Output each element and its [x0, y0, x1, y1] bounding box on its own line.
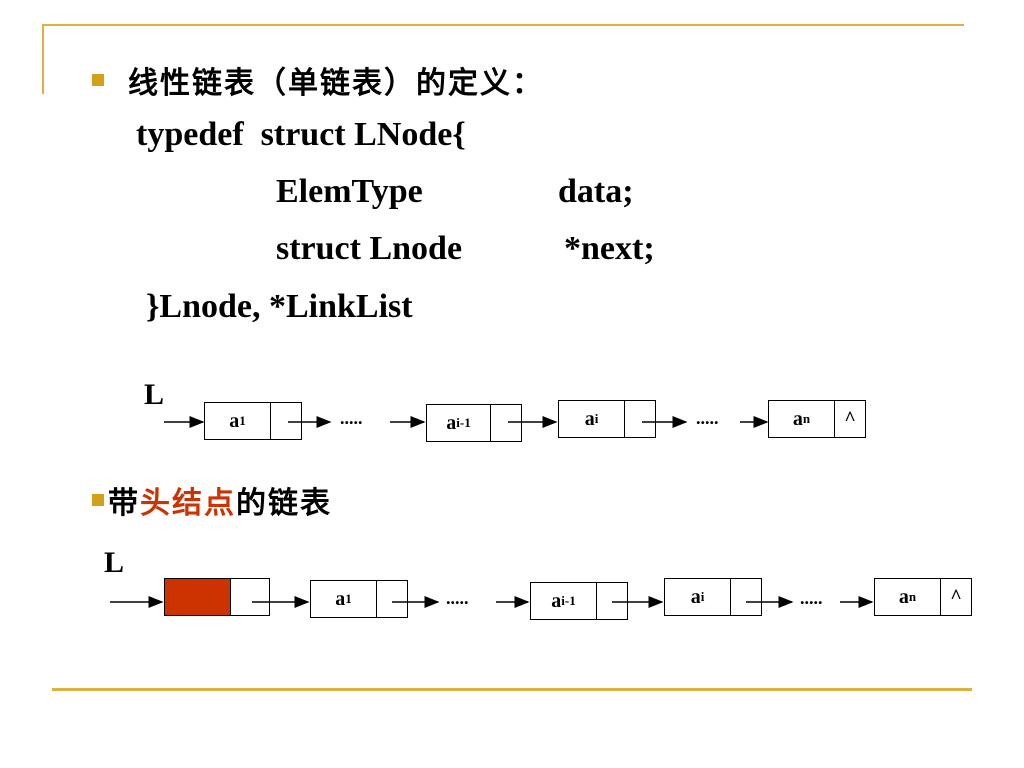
- list-head-label: L: [104, 546, 125, 579]
- null-mark: ^: [844, 407, 856, 430]
- ellipsis: .....: [446, 588, 469, 608]
- code-line-4: }Lnode, *LinkList: [146, 288, 413, 325]
- ellipsis: .....: [340, 408, 363, 428]
- code-line-3-type: struct Lnode: [276, 230, 463, 267]
- ellipsis: .....: [696, 408, 719, 428]
- code-line-3-field: *next;: [564, 230, 655, 267]
- bullet-icon: [92, 494, 104, 506]
- head-node: [164, 578, 270, 616]
- top-rule: [42, 24, 964, 26]
- code-line-1: typedef struct LNode{: [136, 116, 466, 153]
- section-title-head-node: 带头结点的链表: [108, 486, 332, 521]
- ellipsis: .....: [800, 588, 823, 608]
- code-line-2-field: data;: [558, 173, 634, 210]
- bullet-icon: [92, 74, 104, 86]
- left-rule: [42, 24, 44, 94]
- section-title-linked-list: 线性链表（单链表）的定义：: [128, 66, 544, 101]
- bottom-rule: [52, 688, 972, 691]
- null-mark: ^: [950, 585, 962, 608]
- list-head-label: L: [144, 378, 165, 411]
- code-line-2-type: ElemType: [276, 173, 423, 210]
